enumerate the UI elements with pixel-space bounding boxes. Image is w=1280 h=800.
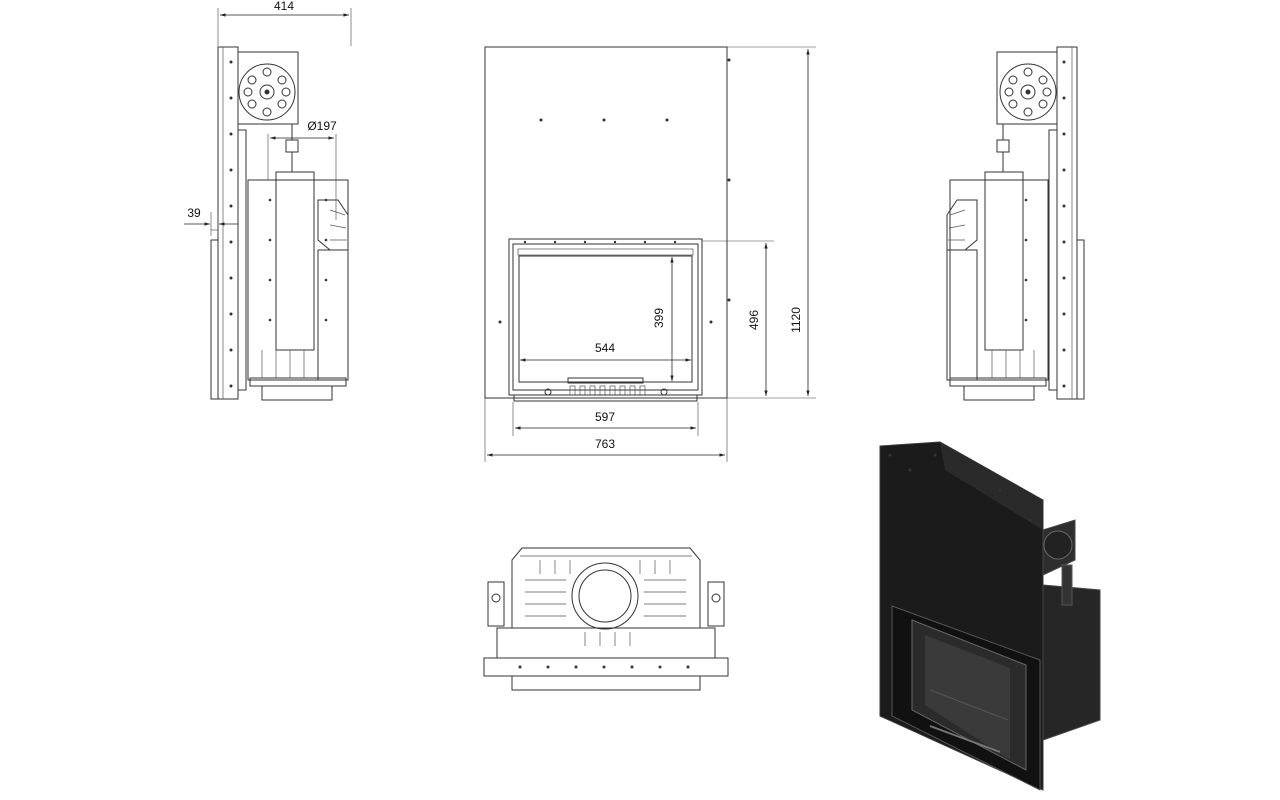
front-bolts [498, 58, 731, 324]
right-side-view [946, 46, 1085, 401]
dim-flue-diameter: Ø197 [307, 119, 337, 133]
front-view: 544 399 496 1120 597 763 [484, 46, 816, 462]
dim-total-height: 1120 [789, 307, 803, 333]
dim-glass-height: 399 [652, 308, 666, 328]
dim-total-width: 763 [595, 437, 615, 451]
dim-side-offset: 39 [187, 206, 201, 220]
top-fins [525, 560, 686, 646]
top-view [483, 547, 729, 691]
left-side-view: 414 Ø197 39 [184, 0, 352, 401]
isometric-render [879, 441, 1101, 791]
dim-glass-width: 544 [595, 341, 615, 355]
dim-door-width: 597 [595, 410, 615, 424]
bolt-dots [229, 60, 328, 388]
dim-414: 414 [274, 0, 294, 13]
dim-opening-height: 496 [747, 310, 761, 330]
